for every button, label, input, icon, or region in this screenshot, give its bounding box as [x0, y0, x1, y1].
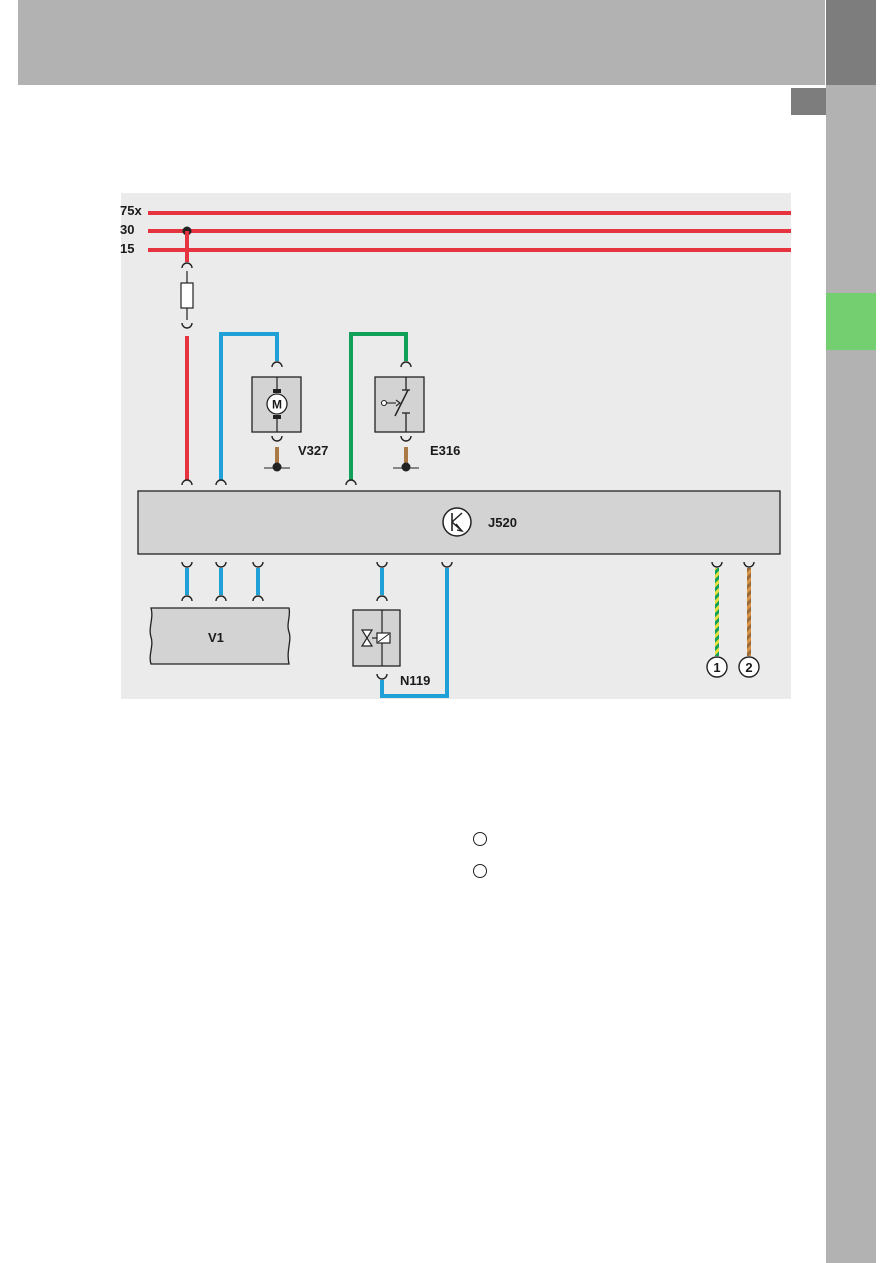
bus-connections: 1 2	[706, 568, 760, 678]
e316-label: E316	[430, 443, 460, 458]
header-band	[18, 0, 825, 85]
connection-1-label: 1	[713, 660, 720, 675]
rail-30-label: 30	[120, 222, 134, 237]
switch-icon	[380, 377, 410, 432]
side-tab-dark	[826, 0, 876, 85]
transistor-icon	[442, 507, 472, 537]
legend-circle-1	[473, 832, 487, 846]
n119-label: N119	[400, 673, 430, 688]
connection-1-circle	[706, 656, 728, 678]
legend-circle-2	[473, 864, 487, 878]
rail-75x-label: 75x	[120, 203, 142, 218]
connector-arc	[181, 262, 193, 269]
v327-label: V327	[298, 443, 328, 458]
connection-2-circle	[738, 656, 760, 678]
side-strip	[826, 0, 876, 1263]
connector-arc	[181, 322, 193, 329]
chapter-tab-green	[826, 293, 876, 350]
v1-label: V1	[208, 630, 224, 645]
motor-symbol-label: M	[272, 398, 282, 412]
j520-control-unit: J520	[137, 479, 781, 568]
valve-icon	[360, 610, 391, 666]
small-tab	[791, 88, 826, 115]
terminal-30-feed	[180, 226, 194, 480]
rail-15-label: 15	[120, 241, 134, 256]
v1-component: V1	[149, 568, 291, 665]
e316-switch: E316	[349, 332, 460, 480]
n119-valve: N119	[352, 568, 449, 698]
j520-label: J520	[488, 515, 517, 530]
v327-motor: M V327	[219, 332, 328, 480]
v1-box	[149, 607, 291, 665]
connection-2-label: 2	[745, 660, 752, 675]
motor-icon	[266, 393, 288, 415]
ground-dot	[401, 462, 411, 472]
supply-rails: 75x 30 15	[120, 203, 791, 256]
ground-dot	[272, 462, 282, 472]
fuse-icon	[180, 282, 194, 309]
